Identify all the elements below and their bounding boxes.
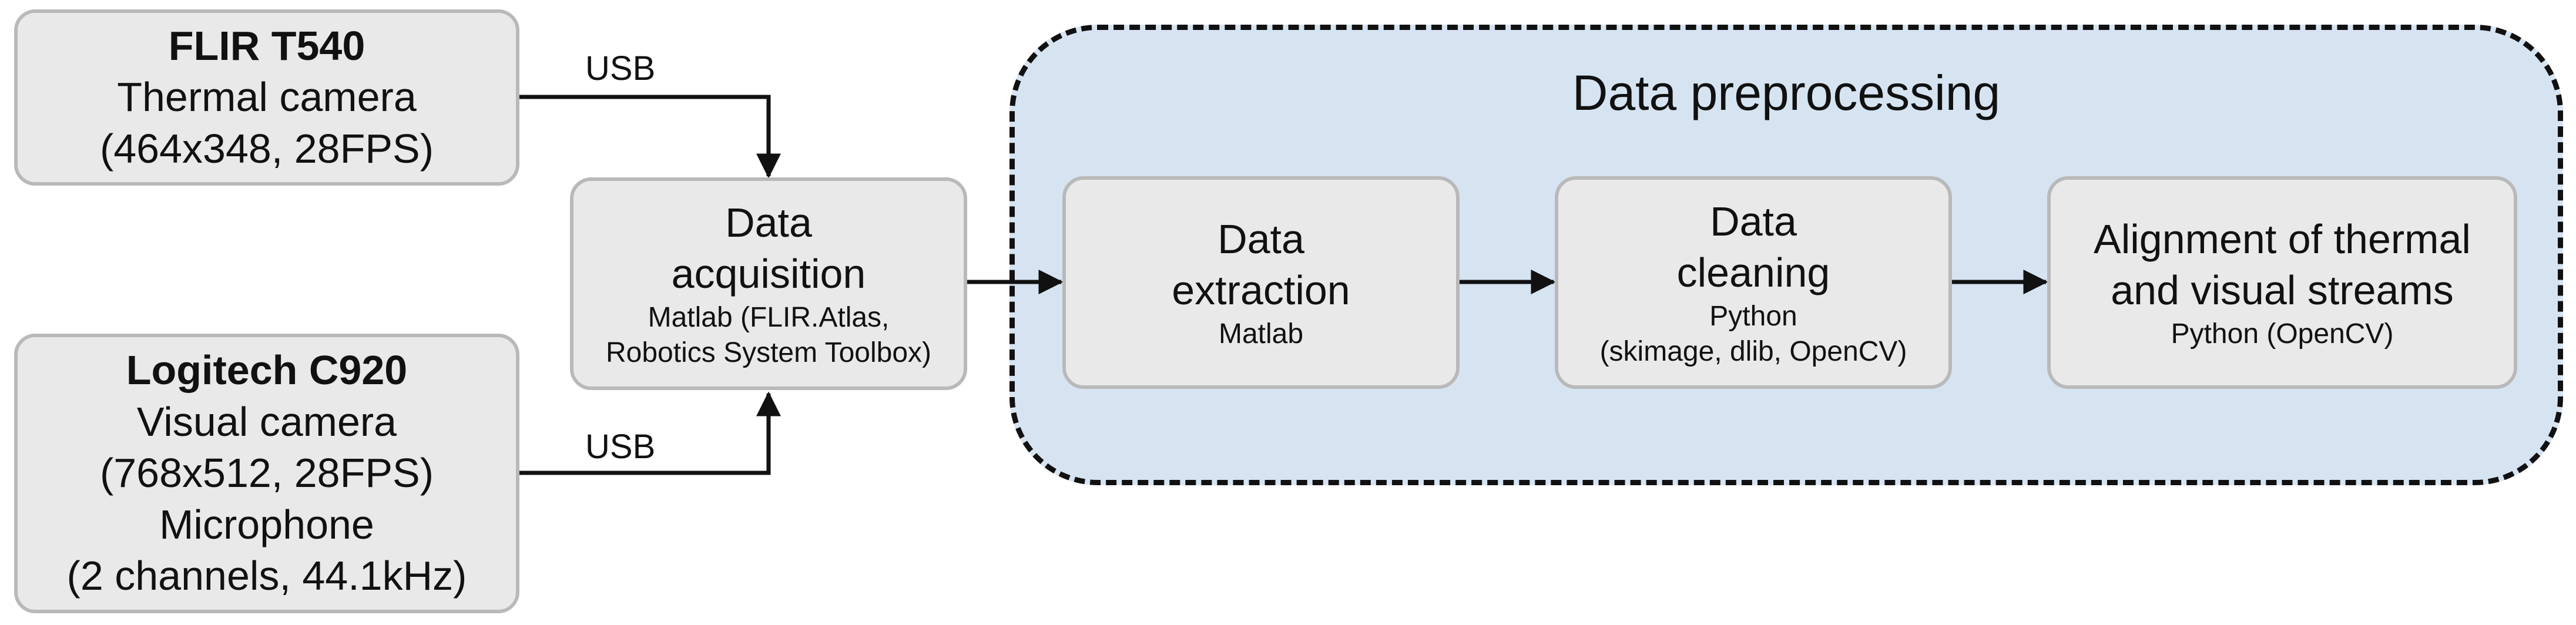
stream-alignment-box: Alignment of thermal and visual streams … bbox=[2047, 176, 2517, 389]
alignment-sub1: Python (OpenCV) bbox=[2171, 318, 2394, 350]
acquisition-line2: acquisition bbox=[671, 251, 866, 297]
usb-label-bottom: USB bbox=[585, 428, 656, 466]
cleaning-line2: cleaning bbox=[1676, 250, 1830, 295]
logitech-line2: (768x512, 28FPS) bbox=[99, 450, 434, 496]
extraction-line2: extraction bbox=[1172, 267, 1350, 313]
alignment-line2: and visual streams bbox=[2111, 267, 2454, 313]
data-cleaning-box: Data cleaning Python (skimage, dlib, Ope… bbox=[1555, 176, 1952, 389]
usb-label-top: USB bbox=[585, 49, 656, 88]
logitech-line4: (2 channels, 44.1kHz) bbox=[66, 553, 467, 599]
usb-top-connector bbox=[519, 95, 781, 179]
extraction-sub1: Matlab bbox=[1218, 318, 1304, 350]
logitech-title: Logitech C920 bbox=[126, 347, 408, 394]
flir-line2: (464x348, 28FPS) bbox=[99, 125, 434, 172]
acquisition-sub1: Matlab (FLIR.Atlas, bbox=[648, 301, 890, 333]
flir-camera-box: FLIR T540 Thermal camera (464x348, 28FPS… bbox=[14, 9, 519, 186]
logitech-camera-box: Logitech C920 Visual camera (768x512, 28… bbox=[14, 334, 519, 613]
usb-bottom-connector bbox=[519, 391, 781, 475]
acquisition-sub2: Robotics System Toolbox) bbox=[605, 337, 931, 368]
cleaning-sub2: (skimage, dlib, OpenCV) bbox=[1599, 335, 1907, 367]
data-acquisition-box: Data acquisition Matlab (FLIR.Atlas, Rob… bbox=[570, 177, 967, 390]
preprocessing-title: Data preprocessing bbox=[1572, 65, 2001, 120]
flir-line1: Thermal camera bbox=[117, 74, 417, 120]
data-extraction-box: Data extraction Matlab bbox=[1062, 176, 1460, 389]
cleaning-sub1: Python bbox=[1709, 300, 1797, 332]
logitech-line1: Visual camera bbox=[136, 398, 397, 445]
extraction-line1: Data bbox=[1217, 216, 1304, 262]
logitech-line3: Microphone bbox=[159, 501, 374, 547]
cleaning-line1: Data bbox=[1710, 198, 1797, 244]
flir-title: FLIR T540 bbox=[168, 22, 365, 69]
acquisition-line1: Data bbox=[725, 199, 812, 246]
alignment-line1: Alignment of thermal bbox=[2094, 216, 2471, 262]
